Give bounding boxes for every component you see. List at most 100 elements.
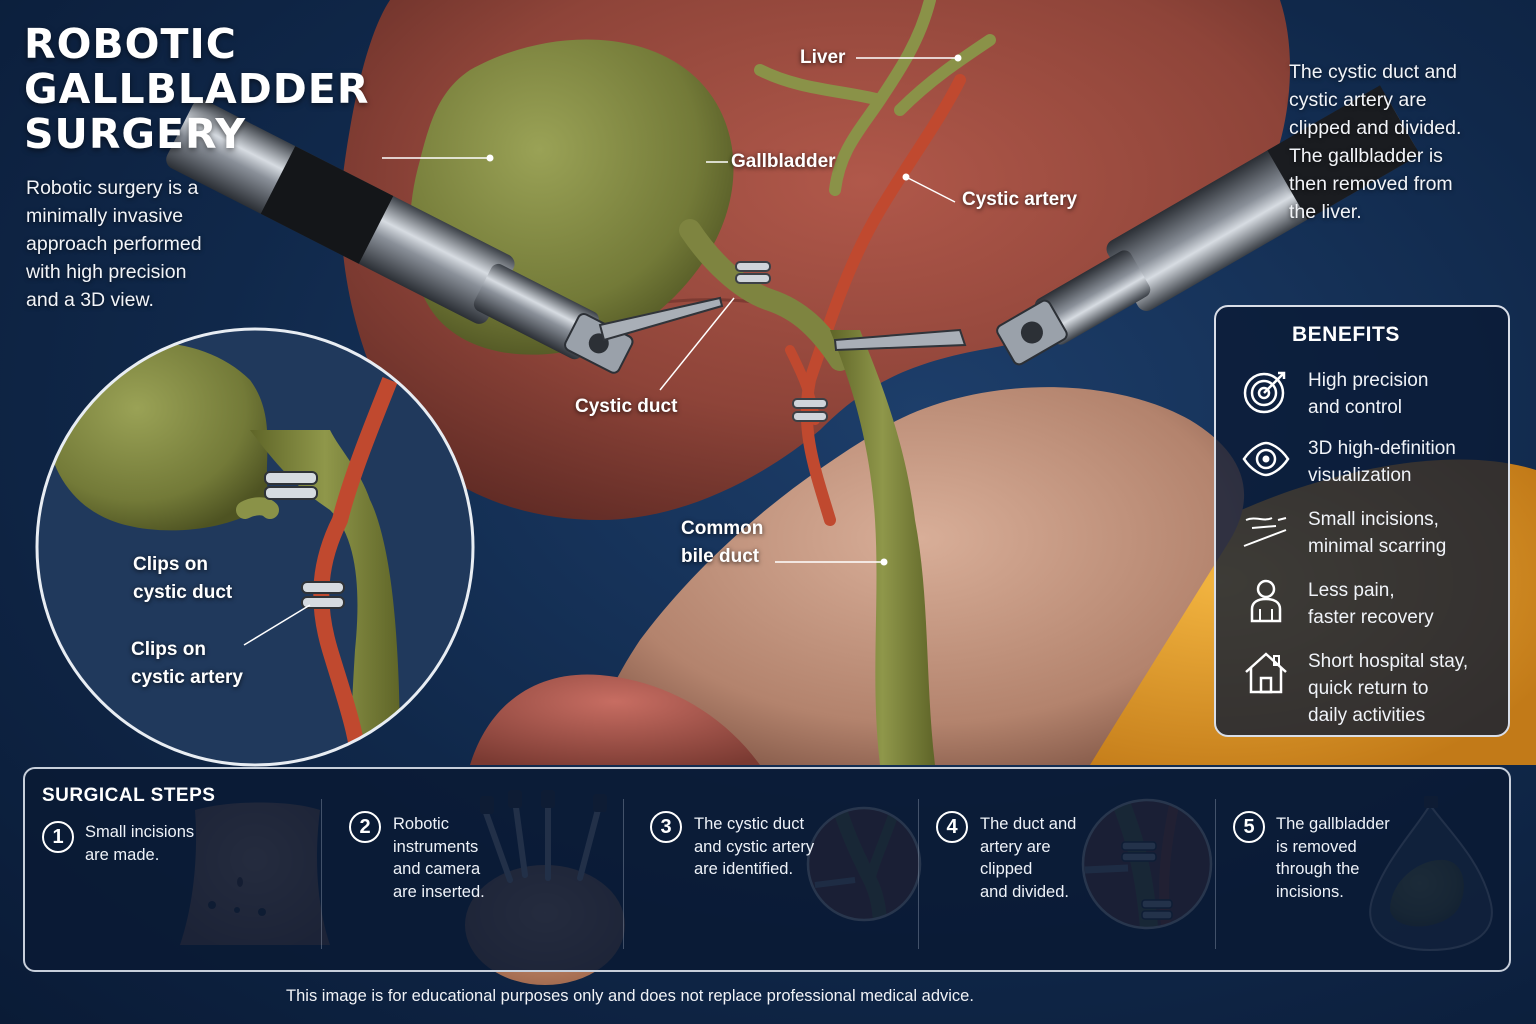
step-line: and divided. (980, 882, 1069, 901)
step-line: clipped (980, 860, 1033, 878)
title-line: SURGERY (24, 110, 247, 158)
step-text: Robotic instruments and camera are inser… (393, 813, 485, 903)
note-line: The gallbladder is (1289, 145, 1443, 167)
benefit-text: High precision and control (1308, 367, 1428, 421)
step-line: The gallbladder (1276, 815, 1390, 833)
step-line: is removed (1276, 837, 1357, 856)
intro-text: Robotic surgery is a minimally invasive … (26, 174, 256, 314)
benefit-item: Small incisions, minimal scarring (1216, 506, 1512, 566)
label-line: cystic duct (133, 582, 233, 603)
clip-cystic-duct (735, 261, 771, 284)
common-bile-duct-vessel (830, 330, 935, 765)
benefit-line: Short hospital stay, (1308, 651, 1469, 672)
disclaimer: This image is for educational purposes o… (286, 987, 974, 1005)
benefit-item: High precision and control (1216, 367, 1512, 427)
robotic-instrument-left (166, 99, 724, 374)
note-line: then removed from (1289, 173, 1453, 195)
benefit-line: Small incisions, (1308, 509, 1439, 530)
benefit-item: Short hospital stay, quick return to dai… (1216, 648, 1512, 734)
intro-line: minimally invasive (26, 205, 184, 227)
step-divider (623, 799, 624, 949)
step-number: 5 (1233, 811, 1265, 843)
step-number: 4 (936, 811, 968, 843)
benefit-line: minimal scarring (1308, 536, 1447, 557)
step-line: and camera (393, 860, 481, 878)
note-line: the liver. (1289, 201, 1362, 223)
benefit-item: Less pain, faster recovery (1216, 577, 1512, 637)
step-line: are inserted. (393, 882, 485, 901)
benefit-text: 3D high-definition visualization (1308, 435, 1456, 489)
leader-lines (382, 57, 956, 563)
step-line: Robotic (393, 815, 449, 833)
step-line: are made. (85, 845, 160, 864)
benefit-item: 3D high-definition visualization (1216, 435, 1512, 495)
label-line: Common (681, 518, 764, 539)
label-line: Clips on (133, 554, 208, 575)
label-cystic-duct: Cystic duct (575, 396, 678, 417)
steps-title: SURGICAL STEPS (42, 785, 216, 806)
step-line: The cystic duct (694, 815, 805, 833)
step-line: instruments (393, 837, 479, 856)
benefit-text: Less pain, faster recovery (1308, 577, 1434, 631)
benefit-line: faster recovery (1308, 607, 1434, 628)
inset-zoom-view (35, 327, 475, 767)
intro-line: with high precision (26, 261, 187, 283)
step-line: are identified. (694, 860, 794, 878)
procedure-note: The cystic duct and cystic artery are cl… (1289, 58, 1519, 226)
step-number: 1 (42, 821, 74, 853)
step-text: The duct and artery are clipped and divi… (980, 813, 1076, 903)
benefit-line: quick return to (1308, 678, 1429, 699)
intestine (470, 674, 760, 765)
label-line: cystic artery (131, 667, 243, 688)
title-line: GALLBLADDER (24, 65, 370, 113)
label-gallbladder: Gallbladder (731, 151, 836, 172)
person-icon (1250, 579, 1282, 623)
page-title: ROBOTIC GALLBLADDER SURGERY (24, 22, 384, 157)
label-liver: Liver (800, 47, 846, 68)
target-icon (1243, 371, 1286, 414)
step-line: incisions. (1276, 882, 1344, 901)
note-line: cystic artery are (1289, 89, 1427, 111)
step-divider (918, 799, 919, 949)
label-common-bile-duct: Common bile duct (681, 515, 763, 571)
label-clips-cystic-artery: Clips on cystic artery (131, 636, 243, 692)
step-text: The cystic duct and cystic artery are id… (694, 813, 814, 881)
label-clips-cystic-duct: Clips on cystic duct (133, 551, 232, 607)
step-text: The gallbladder is removed through the i… (1276, 813, 1390, 903)
benefit-line: 3D high-definition (1308, 438, 1456, 459)
cystic-duct-vessel (679, 219, 851, 371)
benefit-line: High precision (1308, 370, 1429, 391)
label-cystic-artery: Cystic artery (962, 189, 1078, 210)
benefits-title: BENEFITS (1292, 323, 1400, 346)
robotic-instrument-right (833, 85, 1420, 366)
benefit-text: Short hospital stay, quick return to dai… (1308, 648, 1468, 729)
hepatic-duct (754, 0, 996, 196)
step-line: and cystic artery (694, 837, 815, 856)
step-number: 2 (349, 811, 381, 843)
step-line: artery are (980, 837, 1051, 856)
step-number: 3 (650, 811, 682, 843)
label-line: bile duct (681, 546, 760, 567)
intro-line: and a 3D view. (26, 289, 154, 311)
benefits-panel: BENEFITS High precision and control 3D h… (1214, 305, 1510, 737)
step-line: Small incisions (85, 823, 195, 841)
incision-icon (1243, 517, 1287, 547)
benefit-line: visualization (1308, 465, 1412, 486)
benefit-line: Less pain, (1308, 580, 1395, 601)
step-line: The duct and (980, 815, 1077, 833)
title-line: ROBOTIC (24, 20, 237, 68)
benefit-text: Small incisions, minimal scarring (1308, 506, 1446, 560)
intro-line: approach performed (26, 233, 202, 255)
eye-icon (1242, 441, 1290, 477)
step-divider (321, 799, 322, 949)
benefit-line: daily activities (1308, 705, 1426, 726)
cystic-artery-vessel (800, 74, 966, 526)
house-icon (1245, 652, 1287, 694)
clip-cystic-artery (792, 398, 828, 422)
surgical-steps-panel: SURGICAL STEPS 1 Small incisions are mad… (23, 767, 1511, 972)
note-line: The cystic duct and (1289, 61, 1457, 83)
step-text: Small incisions are made. (85, 821, 194, 866)
step-divider (1215, 799, 1216, 949)
note-line: clipped and divided. (1289, 117, 1462, 139)
label-line: Clips on (131, 639, 206, 660)
